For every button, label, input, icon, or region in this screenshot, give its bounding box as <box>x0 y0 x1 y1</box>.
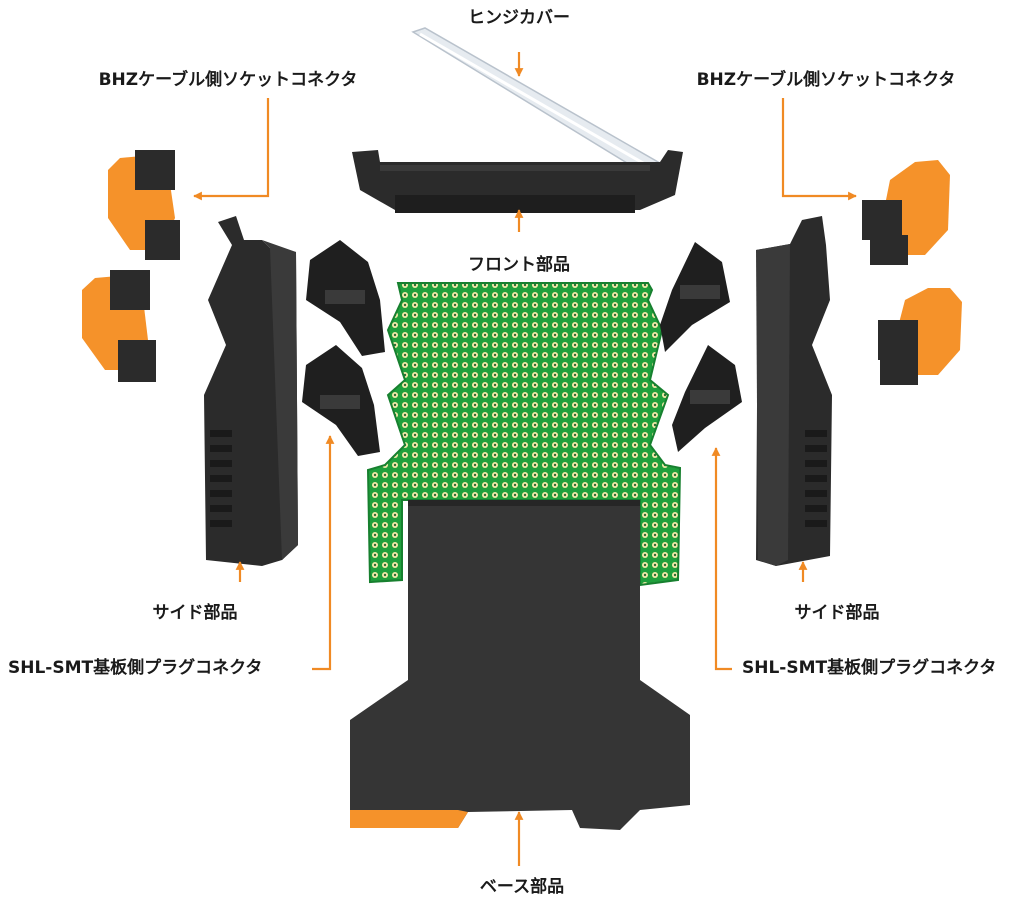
shl-smt-plug-connector-right-bottom <box>672 345 742 452</box>
arrow-shl-left <box>312 435 335 671</box>
label-shl-smt-plug-left: SHL-SMT基板側プラグコネクタ <box>8 658 263 678</box>
side-part-right <box>756 216 832 566</box>
label-side-part-right: サイド部品 <box>794 603 880 623</box>
base-part <box>350 500 690 830</box>
label-front-part: フロント部品 <box>468 255 570 275</box>
arrow-bhz-left <box>193 98 270 201</box>
bhz-socket-connector-left-top <box>108 150 180 260</box>
label-bhz-socket-right: BHZケーブル側ソケットコネクタ <box>696 70 956 90</box>
shl-smt-plug-connector-left-bottom <box>302 345 380 456</box>
front-part <box>352 150 683 213</box>
label-shl-smt-plug-right: SHL-SMT基板側プラグコネクタ <box>742 658 997 678</box>
bhz-socket-connector-left-bottom <box>82 270 156 382</box>
bhz-socket-connector-right-bottom <box>878 288 962 385</box>
label-side-part-left: サイド部品 <box>152 603 238 623</box>
label-hinge-cover: ヒンジカバー <box>468 8 570 28</box>
bhz-socket-connector-right-top <box>862 160 950 265</box>
shl-smt-plug-connector-left-top <box>306 240 385 356</box>
label-bhz-socket-left: BHZケーブル側ソケットコネクタ <box>98 70 358 90</box>
label-base-part: ベース部品 <box>479 877 565 897</box>
shl-smt-plug-connector-right-top <box>660 242 730 352</box>
arrow-shl-right <box>711 447 732 671</box>
hinge-cover <box>411 27 674 183</box>
arrow-bhz-right <box>781 98 857 201</box>
side-part-left <box>204 216 298 566</box>
